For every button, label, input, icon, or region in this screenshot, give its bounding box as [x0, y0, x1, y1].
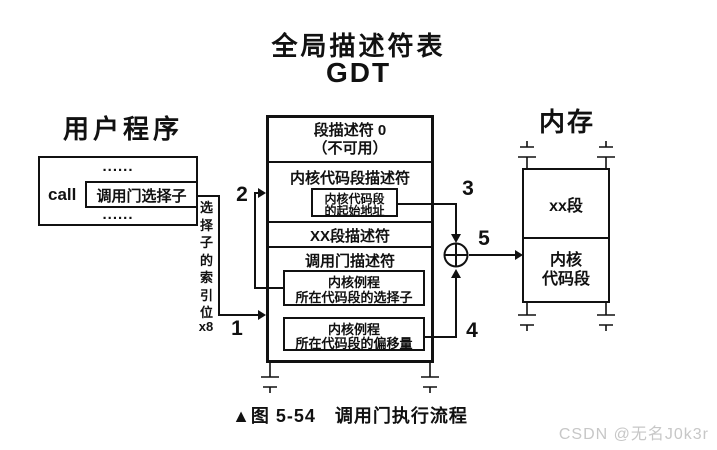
step-number-1: 1: [231, 317, 243, 340]
gdt-row-separator: [268, 221, 432, 223]
gate-selector-field-line1: 内核例程: [327, 275, 380, 290]
memory-xx-segment-label: xx段: [549, 198, 583, 215]
gdt-row1-title: 内核代码段描述符: [289, 170, 410, 187]
arrow-step3: [397, 203, 461, 243]
user-program-heading: 用户程序: [62, 114, 183, 144]
gdt-row0-subtitle: （不可用）: [312, 140, 388, 157]
break-mark-memory-top: [518, 141, 615, 168]
watermark-text: CSDN @无名J0k3r: [558, 426, 709, 443]
arrow-step5: [469, 250, 523, 260]
gdt-row3-title: 调用门描述符: [304, 253, 395, 270]
memory-kernel-segment-line2: 代码段: [541, 271, 590, 288]
call-gate-selector-label: 调用门选择子: [96, 188, 187, 205]
kernel-base-address-box: [311, 188, 398, 217]
user-program-ellipsis-bottom: ......: [102, 206, 134, 223]
memory-segment-divider: [522, 237, 610, 239]
figure-title: 全局描述符表: [271, 31, 446, 61]
call-gate-selector-box: [85, 181, 198, 208]
gate-selector-field-line2: 所在代码段的选择子: [295, 290, 413, 305]
memory-box: [522, 168, 610, 303]
memory-kernel-segment-line1: 内核: [549, 252, 582, 269]
break-mark-memory-bottom: [518, 303, 615, 331]
adder-plus-icon: [443, 242, 469, 268]
gdt-row-separator: [268, 161, 432, 163]
arrow-step1: [197, 195, 266, 320]
step-number-5: 5: [478, 227, 490, 250]
step-number-2: 2: [236, 183, 248, 206]
arrow-step2: [254, 188, 283, 289]
selector-index-multiplier: x8: [198, 319, 214, 334]
gate-offset-field-box: [283, 317, 425, 351]
arrow-step4: [424, 269, 461, 338]
call-instruction-label: call: [48, 185, 77, 204]
gate-offset-field-line2: 所在代码段的偏移量: [295, 336, 413, 351]
memory-heading: 内存: [538, 107, 595, 137]
gdt-row2-title: XX段描述符: [309, 228, 390, 245]
selector-index-note: 选择子的索引位: [199, 200, 213, 320]
figure-subtitle: GDT: [325, 57, 392, 88]
step-number-3: 3: [462, 177, 474, 200]
gdt-row-separator: [268, 246, 432, 248]
kernel-base-address-line1: 内核代码段: [324, 192, 385, 206]
break-mark-gdt-bottom: [261, 363, 439, 393]
step-number-4: 4: [466, 319, 478, 342]
figure-caption: ▲图 5-54 调用门执行流程: [232, 406, 468, 426]
user-program-ellipsis-top: ......: [102, 158, 134, 175]
gate-offset-field-line1: 内核例程: [327, 322, 380, 337]
gdt-table: [266, 115, 434, 363]
kernel-base-address-line2: 的起始地址: [324, 204, 385, 218]
gate-selector-field-box: [283, 270, 425, 306]
gdt-row0-title: 段描述符 0: [313, 122, 387, 139]
